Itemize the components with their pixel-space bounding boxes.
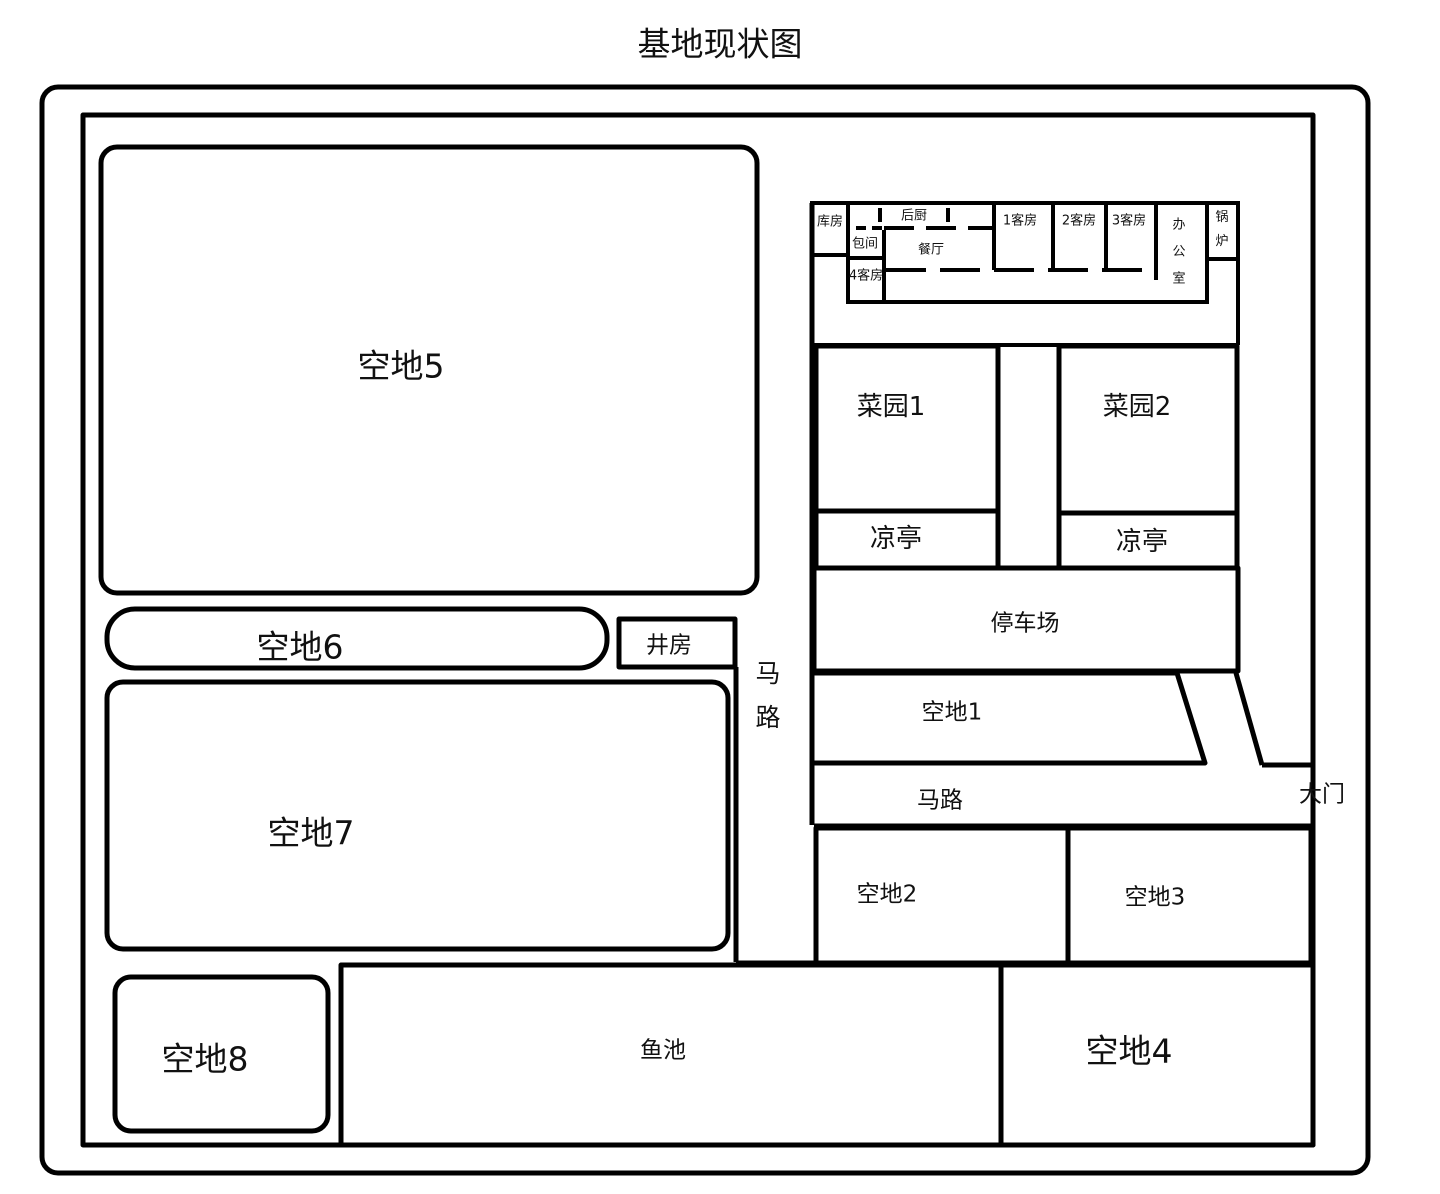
page-title: 基地现状图 [637,24,803,64]
plot-empty1 [814,670,1208,766]
label-private-room: 包间 [851,236,879,252]
plot-empty5 [98,144,760,596]
gate-ramp [1233,672,1265,766]
label-pavilion1: 凉亭 [869,524,923,554]
office-char-3: 室 [1172,271,1186,287]
label-empty8: 空地8 [161,1039,249,1079]
label-office: 办 公 室 [1172,212,1185,293]
label-empty3: 空地3 [1124,884,1186,911]
label-kitchen: 后厨 [900,208,928,224]
garden-2 [1056,343,1240,516]
well-house [616,616,738,670]
label-empty7: 空地7 [267,813,355,853]
label-garden2: 菜园2 [1102,392,1172,422]
label-wellhouse: 井房 [646,632,692,659]
label-empty5: 空地5 [357,346,445,386]
label-guest4: 4客房 [848,268,884,284]
plot-empty8 [112,974,331,1134]
label-gate: 大门 [1299,781,1345,808]
outer-boundary [39,84,1371,1176]
boiler-char-2: 炉 [1215,234,1229,249]
road-char-1: 马 [755,659,781,688]
plot-empty6 [104,606,610,671]
label-guest1: 1客房 [1002,213,1038,229]
label-empty6: 空地6 [256,627,344,667]
office-char-1: 办 [1172,217,1186,233]
label-empty1: 空地1 [921,699,983,726]
plot-empty3 [1065,825,1314,966]
label-guest3: 3客房 [1111,213,1147,229]
label-fishpond: 鱼池 [640,1037,686,1064]
boiler-room [1205,201,1240,261]
label-road: 马路 [917,787,963,814]
label-boiler: 锅 炉 [1215,206,1228,254]
label-garden1: 菜园1 [856,392,926,422]
label-dining: 餐厅 [917,242,945,258]
road-char-2: 路 [755,703,781,732]
label-road-vertical: 马 路 [755,652,780,740]
plot-empty2 [813,825,1071,966]
label-guest2: 2客房 [1061,213,1097,229]
plot-empty7 [104,679,731,952]
label-parking: 停车场 [990,610,1060,637]
office-char-2: 公 [1172,244,1186,260]
garden-1 [813,343,1001,514]
boiler-char-1: 锅 [1215,210,1229,225]
label-empty2: 空地2 [856,881,918,908]
label-empty4: 空地4 [1085,1031,1173,1071]
label-storeroom: 库房 [816,214,844,230]
label-pavilion2: 凉亭 [1115,527,1169,557]
